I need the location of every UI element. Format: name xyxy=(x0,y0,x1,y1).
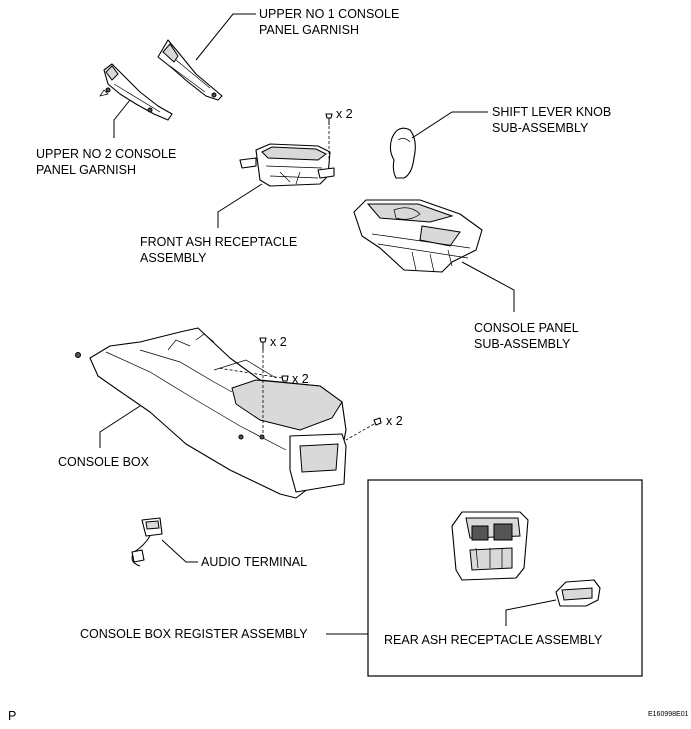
console-panel-leader xyxy=(461,261,515,312)
upper-no1-label-line1: UPPER NO 1 CONSOLE xyxy=(259,7,399,21)
console-panel-label-line2: SUB-ASSEMBLY xyxy=(474,337,571,351)
console-box-screw-c xyxy=(373,417,382,426)
upper-no1-console-panel-garnish xyxy=(157,39,223,101)
front-ash-screw xyxy=(325,113,333,125)
console-box-screw-a xyxy=(259,337,267,350)
console-box-screw-b-dashline xyxy=(217,367,283,379)
rear-ash-leader xyxy=(505,599,557,626)
front-ash-leader xyxy=(217,183,263,228)
front-ash-label-line2: ASSEMBLY xyxy=(140,251,207,265)
register-assembly-label: CONSOLE BOX REGISTER ASSEMBLY xyxy=(80,627,308,641)
shift-knob-label-line2: SUB-ASSEMBLY xyxy=(492,121,589,135)
console-box-screw-a-qty: x 2 xyxy=(270,335,287,349)
console-box-register-assembly xyxy=(451,511,529,581)
console-box-screw-c-dashline xyxy=(345,423,375,441)
console-box-leader xyxy=(99,405,141,448)
register-assembly-box xyxy=(367,479,643,677)
shift-knob-leader xyxy=(411,111,488,139)
console-box xyxy=(75,327,347,499)
audio-terminal-label: AUDIO TERMINAL xyxy=(201,555,307,569)
front-ash-label-line1: FRONT ASH RECEPTACLE xyxy=(140,235,297,249)
figure-code: E160998E01 xyxy=(648,711,689,718)
audio-terminal xyxy=(131,517,163,567)
shift-lever-knob xyxy=(389,127,416,179)
upper-no1-leader xyxy=(195,13,256,61)
console-box-label: CONSOLE BOX xyxy=(58,455,150,469)
upper-no2-label-line2: PANEL GARNISH xyxy=(36,163,136,177)
front-ash-receptacle-assembly xyxy=(239,143,335,187)
audio-terminal-leader xyxy=(161,539,198,563)
console-panel-sub-assembly xyxy=(353,199,483,273)
page-mark-p: P xyxy=(8,709,16,723)
upper-no2-label-line1: UPPER NO 2 CONSOLE xyxy=(36,147,176,161)
front-ash-screw-qty: x 2 xyxy=(336,107,353,121)
upper-no2-leader xyxy=(113,99,131,138)
upper-no2-console-panel-garnish xyxy=(99,63,173,121)
shift-knob-label-line1: SHIFT LEVER KNOB xyxy=(492,105,611,119)
console-panel-label-line1: CONSOLE PANEL xyxy=(474,321,579,335)
console-box-screw-b xyxy=(281,375,289,382)
console-box-screw-c-qty: x 2 xyxy=(386,414,403,428)
console-box-screw-b-qty: x 2 xyxy=(292,372,309,386)
upper-no1-label-line2: PANEL GARNISH xyxy=(259,23,359,37)
rear-ash-receptacle-assembly xyxy=(555,579,601,607)
rear-ash-label: REAR ASH RECEPTACLE ASSEMBLY xyxy=(384,633,603,647)
